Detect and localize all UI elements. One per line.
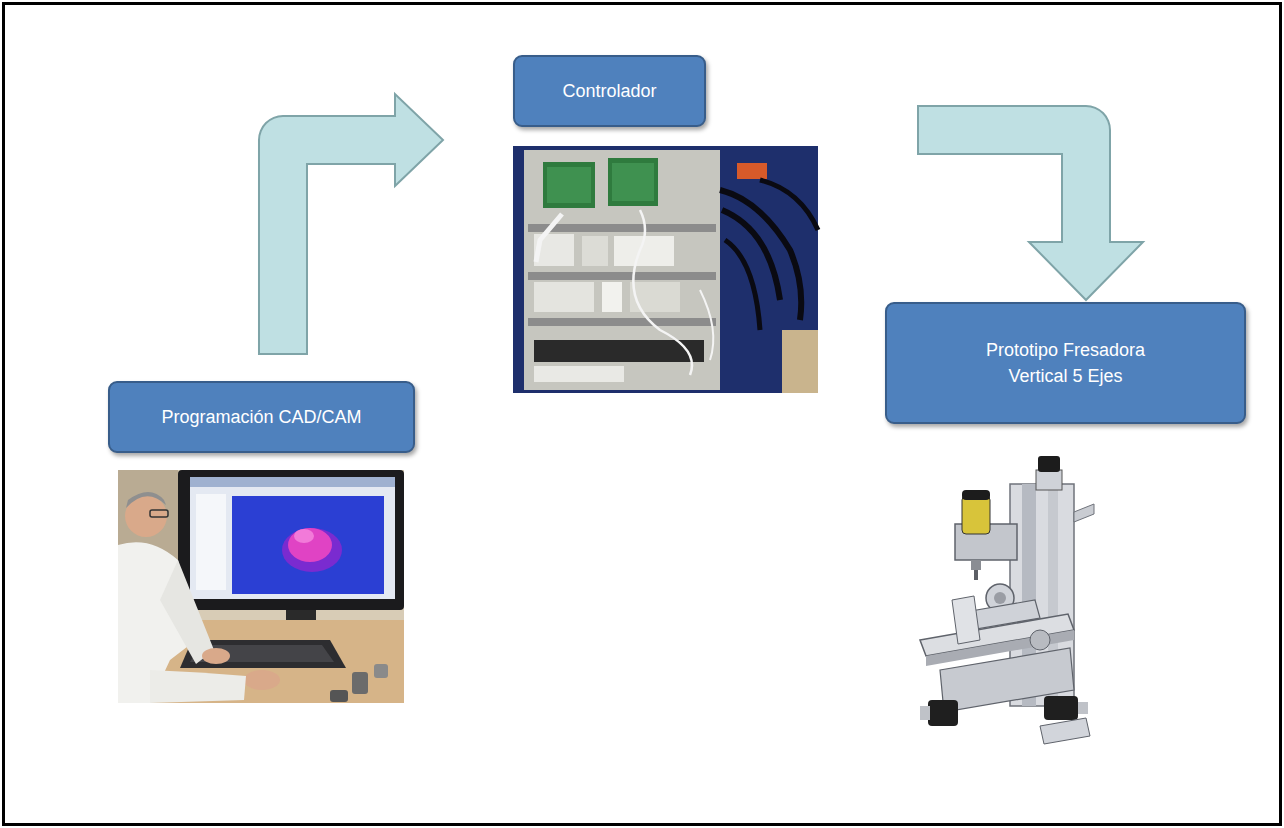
milling-machine-part xyxy=(1040,718,1090,744)
controller-photo-part xyxy=(782,330,818,393)
milling-machine-part xyxy=(1074,504,1094,522)
controller-photo-part xyxy=(513,146,818,393)
cad-photo-part xyxy=(126,492,166,508)
milling-machine-part xyxy=(1078,702,1088,714)
milling-machine-part xyxy=(1044,696,1078,720)
controller-photo-part xyxy=(612,163,654,201)
cad-photo-part xyxy=(330,690,348,702)
cad-photo-part xyxy=(352,672,368,694)
process-box: Controlador xyxy=(513,55,706,127)
process-box: Prototipo Fresadora Vertical 5 Ejes xyxy=(885,302,1246,424)
cad-photo-part xyxy=(282,528,342,572)
controller-photo-part xyxy=(608,158,658,206)
controller-photo xyxy=(513,146,818,393)
milling-machine-part xyxy=(920,706,930,720)
milling-machine xyxy=(920,456,1094,744)
arrow-head xyxy=(1029,242,1143,300)
controller-photo-part xyxy=(547,167,591,203)
controller-photo-part xyxy=(633,210,692,375)
cad-photo-part xyxy=(190,477,395,487)
cad-photo-part xyxy=(190,477,395,599)
controller-photo-part xyxy=(534,340,704,362)
cad-photo-part xyxy=(178,470,404,610)
milling-machine-part xyxy=(1038,456,1060,472)
cad-photo-part xyxy=(118,470,404,703)
milling-machine-part xyxy=(994,592,1006,604)
box-label: Prototipo Fresadora Vertical 5 Ejes xyxy=(966,337,1166,389)
milling-machine-part xyxy=(962,490,990,500)
controller-photo-part xyxy=(528,318,716,326)
arrow-body xyxy=(283,140,398,353)
controller-photo-part xyxy=(528,224,716,232)
milling-machine-part xyxy=(962,496,990,534)
process-box: Programación CAD/CAM xyxy=(108,381,415,453)
block-arrow xyxy=(917,130,1143,300)
cad-photo-part xyxy=(294,529,314,543)
controller-photo-part xyxy=(534,282,594,312)
controller-photo-part xyxy=(534,366,624,382)
cad-photo xyxy=(118,470,404,703)
cad-photo-part xyxy=(244,670,280,690)
cad-photo-part xyxy=(202,648,230,664)
arrow-head xyxy=(395,94,443,186)
controller-photo-part xyxy=(602,282,622,312)
controller-photo-part xyxy=(737,163,767,179)
box-label: Programación CAD/CAM xyxy=(161,404,361,430)
cad-photo-part xyxy=(160,560,214,664)
cad-photo-part xyxy=(232,496,384,594)
cad-photo-part xyxy=(150,670,246,703)
cad-photo-part xyxy=(150,510,168,517)
box-label: Controlador xyxy=(562,78,656,104)
cad-photo-part xyxy=(288,528,332,562)
controller-photo-part xyxy=(528,272,716,280)
controller-photo-part xyxy=(720,190,801,320)
controller-photo-part xyxy=(543,162,595,208)
milling-machine-part xyxy=(971,560,981,570)
arrow-body xyxy=(919,130,1086,245)
controller-photo-part xyxy=(582,236,608,266)
milling-machine-part xyxy=(928,700,958,726)
cad-photo-part xyxy=(374,664,388,678)
controller-photo-part xyxy=(524,150,720,390)
cad-photo-part xyxy=(196,494,226,590)
controller-photo-part xyxy=(760,180,818,230)
milling-machine-part xyxy=(974,570,978,580)
controller-photo-part xyxy=(700,290,713,360)
controller-photo-part xyxy=(630,282,680,312)
milling-machine-part xyxy=(1036,470,1062,490)
controller-photo-part xyxy=(725,240,760,330)
milling-machine-part xyxy=(952,596,980,644)
milling-machine-part xyxy=(1030,630,1050,650)
block-arrow xyxy=(283,94,443,355)
controller-photo-part xyxy=(536,214,562,262)
